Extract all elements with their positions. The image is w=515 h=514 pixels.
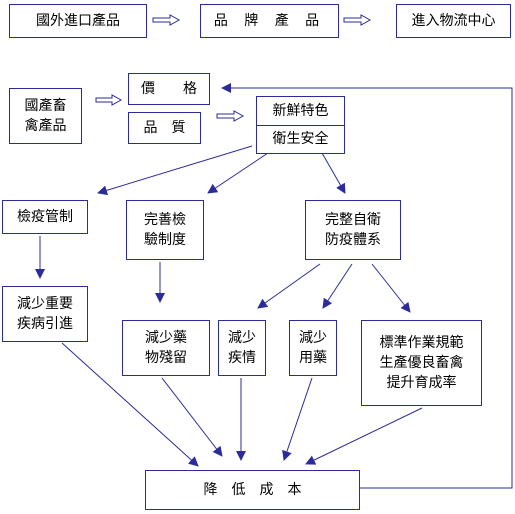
quality-label: 品 質: [143, 119, 186, 136]
brand-products-label: 品 牌 產 品: [213, 12, 326, 29]
arrow-epidemic-to-reduce-drugs: [322, 263, 353, 309]
reduce-drug-use-line-2: 用藥: [299, 350, 327, 366]
features-divider: [257, 124, 344, 126]
domestic-livestock-box: 國產畜 禽產品: [9, 88, 82, 144]
domestic-livestock-line-2: 禽產品: [24, 118, 67, 134]
arrow-epidemic-to-reduce-epidemic: [257, 263, 321, 309]
domestic-livestock-line-1: 國產畜: [24, 97, 67, 114]
quality-box: 品 質: [128, 112, 201, 144]
reduce-drug-residue-line-2: 物殘留: [145, 350, 187, 366]
quarantine-control-box: 檢疫管制: [2, 200, 88, 234]
hygiene-safety-label: 衛生安全: [272, 130, 329, 147]
import-products-box: 國外進口產品: [9, 4, 147, 38]
standard-operations-box: 標準作業規範 生產優良畜禽 提升育成率: [361, 320, 482, 406]
reduce-epidemic-box: 減少 疾情: [218, 320, 266, 376]
arrow-quality-to-features: [216, 110, 245, 122]
reduce-drug-residue-box: 減少藥 物殘留: [122, 320, 210, 376]
inspection-system-line-2: 驗制度: [144, 232, 186, 248]
feedback-loop-line: [221, 83, 513, 489]
epidemic-prevention-box: 完整自衛 防疫體系: [305, 200, 401, 260]
arrow-reduce-disease-to-cost: [61, 342, 199, 467]
arrow-reduce-residue-to-cost: [161, 377, 223, 457]
epidemic-prevention-line-2: 防疫體系: [325, 232, 381, 248]
arrow-epidemic-to-standards: [371, 263, 411, 313]
price-box: 價 格: [128, 73, 210, 105]
arrow-brand-to-logistics: [343, 14, 372, 26]
reduce-disease-line-1: 減少重要: [17, 295, 73, 312]
inspection-system-line-1: 完善檢: [144, 211, 186, 228]
reduce-drug-use-line-1: 減少: [299, 329, 327, 346]
inspection-system-box: 完善檢 驗制度: [126, 200, 204, 260]
standard-operations-line-2: 生產優良畜禽: [379, 354, 464, 371]
arrow-features-to-epidemic: [321, 152, 346, 194]
reduce-disease-line-2: 疾病引進: [17, 316, 73, 332]
logistics-center-label: 進入物流中心: [411, 12, 496, 29]
reduce-drug-use-box: 減少 用藥: [289, 320, 337, 376]
import-products-label: 國外進口產品: [36, 12, 120, 29]
arrow-reduce-drugs-to-cost: [282, 377, 313, 461]
logistics-center-box: 進入物流中心: [396, 4, 511, 38]
standard-operations-line-1: 標準作業規範: [379, 334, 464, 351]
quarantine-control-label: 檢疫管制: [17, 208, 73, 225]
reduce-drug-residue-line-1: 減少藥: [145, 329, 187, 346]
arrow-features-to-quarantine: [97, 145, 253, 196]
reduce-cost-box: 降 低 成 本: [145, 470, 360, 510]
reduce-disease-box: 減少重要 疾病引進: [2, 286, 88, 342]
epidemic-prevention-line-1: 完整自衛: [325, 211, 381, 228]
arrow-import-to-brand: [152, 14, 181, 26]
price-label: 價 格: [141, 80, 197, 97]
standard-operations-line-3: 提升育成率: [386, 375, 457, 392]
brand-products-box: 品 牌 產 品: [200, 4, 339, 38]
arrow-standards-to-cost: [305, 407, 423, 465]
arrow-domestic-to-price: [95, 94, 123, 106]
fresh-safe-box: 新鮮特色 衛生安全: [256, 96, 345, 154]
arrow-features-to-inspection: [207, 152, 269, 194]
reduce-epidemic-line-1: 減少: [228, 329, 256, 346]
fresh-feature-label: 新鮮特色: [272, 103, 329, 120]
reduce-cost-label: 降 低 成 本: [203, 481, 302, 498]
reduce-epidemic-line-2: 疾情: [228, 350, 256, 366]
